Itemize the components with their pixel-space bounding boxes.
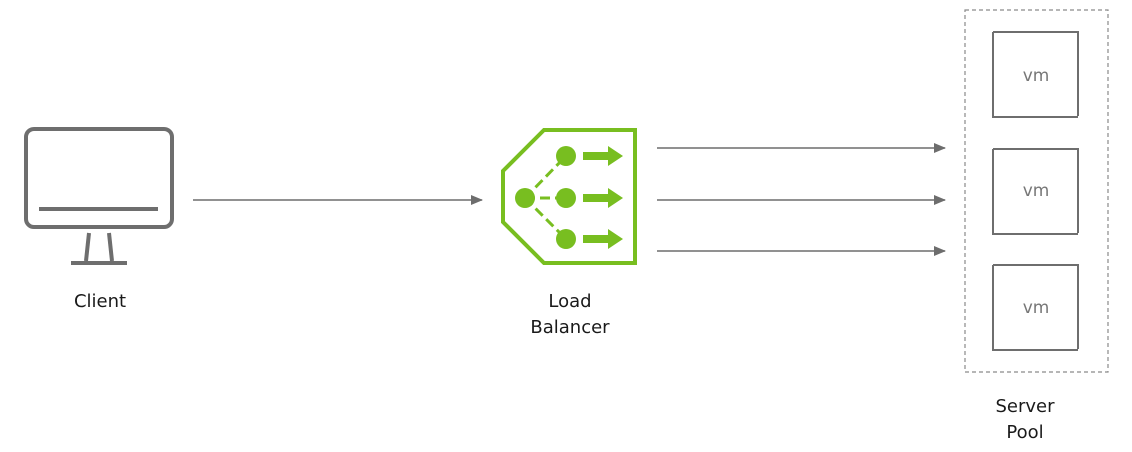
load-balancer-label: Load Balancer [490, 289, 650, 341]
vm-label-3: vm [1023, 298, 1050, 318]
vm-box-3: vm [992, 264, 1079, 351]
client-monitor-icon [24, 127, 174, 265]
client-label-text: Client [73, 291, 127, 312]
server-pool-label-line1: Server [995, 396, 1055, 417]
load-balancer-icon [501, 128, 637, 265]
server-pool-label: Server Pool [945, 394, 1105, 446]
client-label: Client [20, 289, 180, 315]
server-pool-container [964, 9, 1109, 373]
load-balancer-label-line2: Balancer [530, 317, 610, 338]
load-balancer-label-line1: Load [548, 291, 592, 312]
server-pool-label-line2: Pool [1006, 422, 1044, 443]
vm-box-2: vm [992, 148, 1079, 235]
vm-label-1: vm [1023, 66, 1050, 86]
vm-box-1: vm [992, 31, 1079, 118]
vm-label-2: vm [1023, 181, 1050, 201]
